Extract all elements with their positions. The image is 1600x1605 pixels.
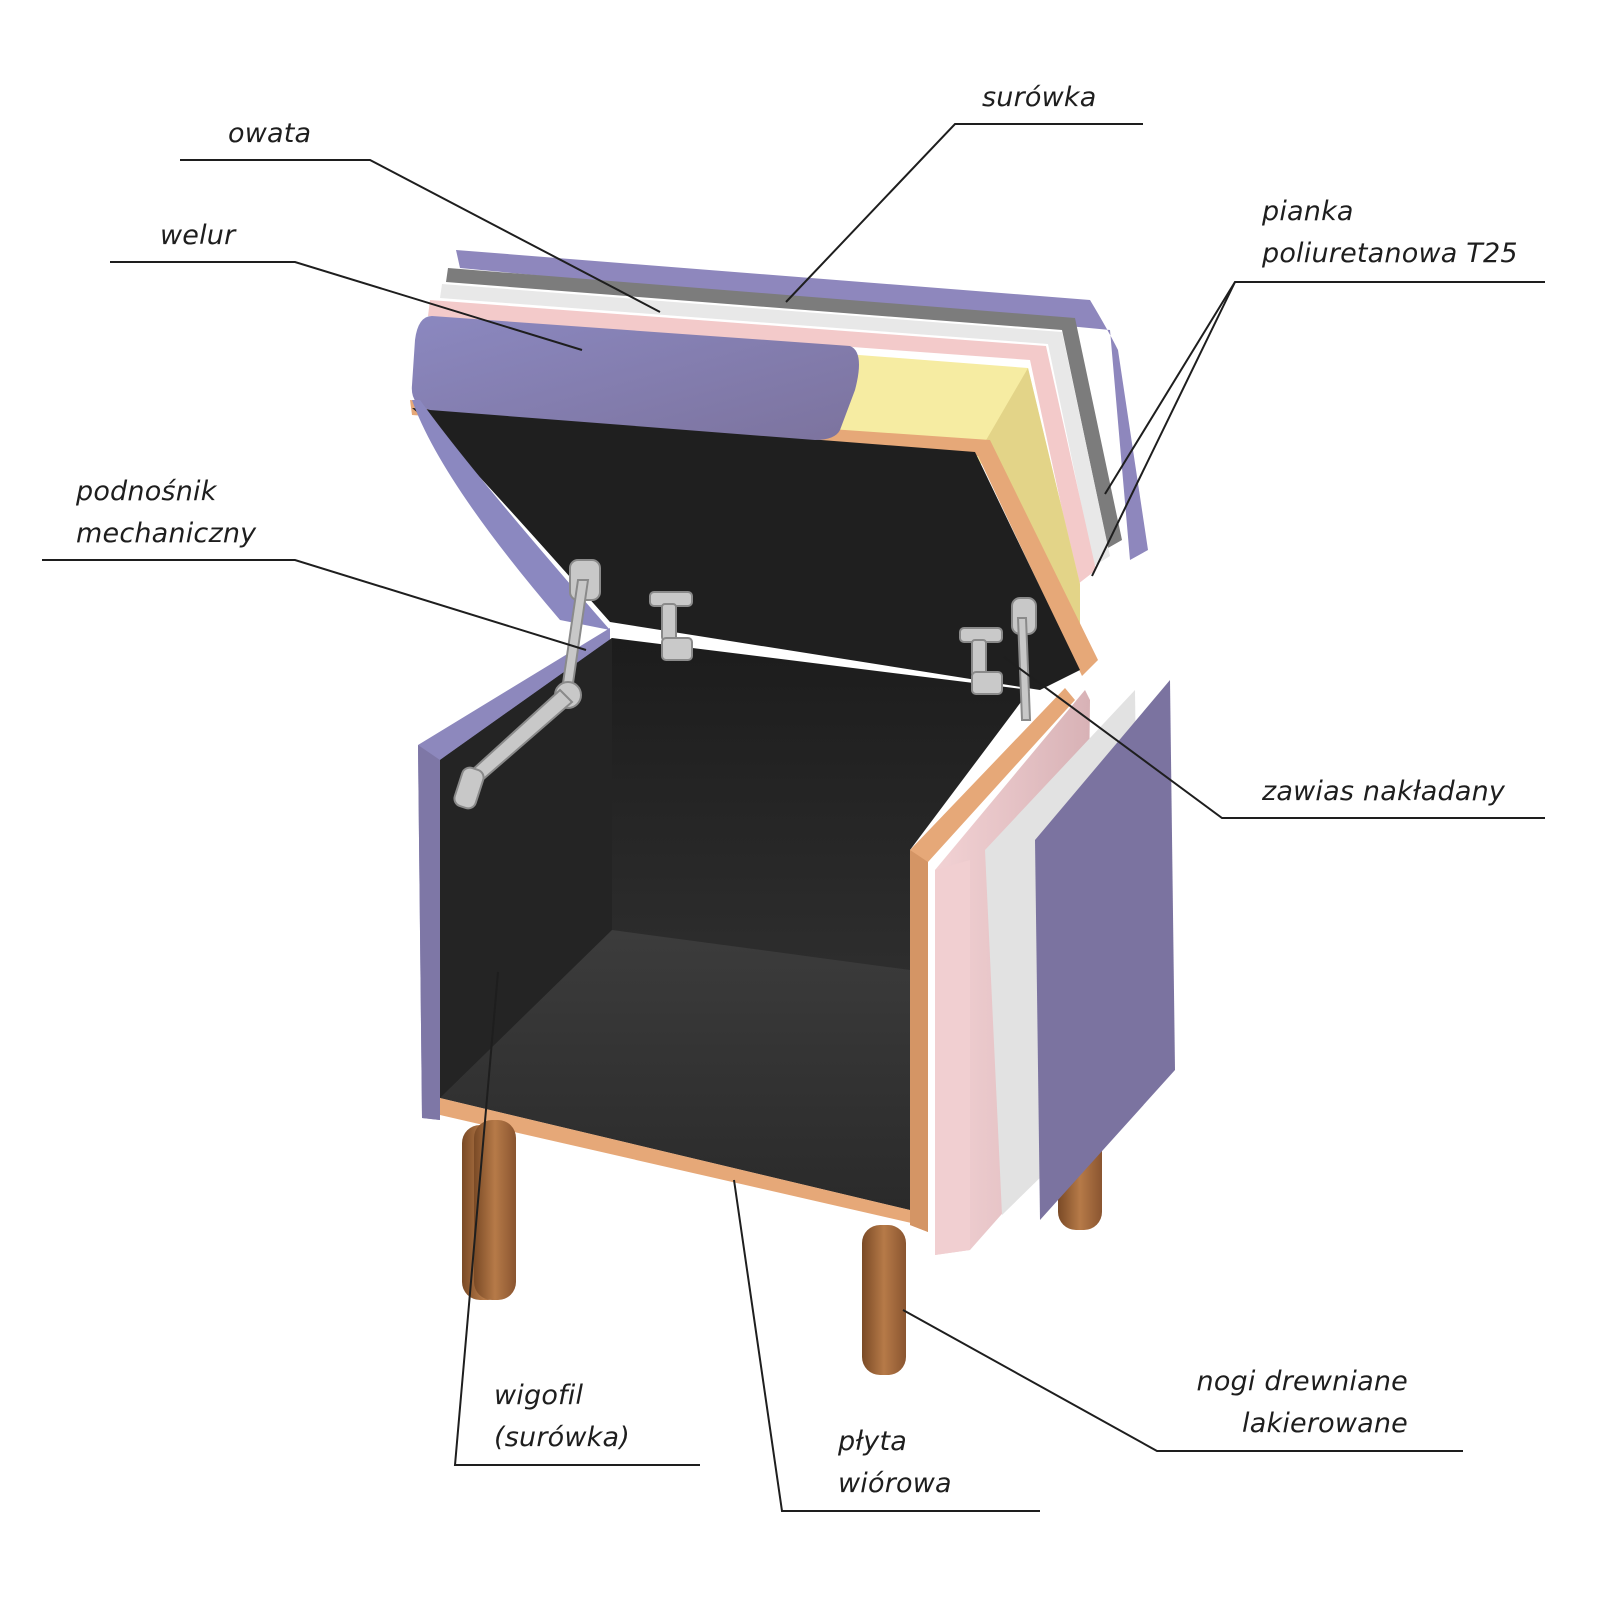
label-welur: welur (160, 220, 236, 251)
label-plyta-line1: płyta (838, 1426, 908, 1457)
leader-zawias (1003, 656, 1545, 819)
label-zawias: zawias nakładany (1262, 776, 1506, 807)
label-pianka-line2: poliuretanowa T25 (1262, 238, 1518, 269)
label-owata: owata (228, 118, 312, 149)
label-nogi-line1: nogi drewniane (1196, 1366, 1408, 1397)
lid-velour-strip (411, 316, 859, 440)
box (418, 628, 1075, 1232)
box-chipboard-bottom (440, 1098, 920, 1225)
leader-nogi (902, 1309, 1463, 1452)
leader-lines (42, 123, 1545, 1512)
label-plyta-line2: wiórowa (838, 1468, 952, 1499)
lid-stay-right (1011, 597, 1037, 721)
leader-pianka (1104, 281, 1545, 495)
label-podnosnik-line1: podnośnik (76, 476, 217, 507)
box-chipboard-right (910, 688, 1075, 1232)
leader-owata (180, 159, 661, 313)
right-velour-panel (1035, 680, 1175, 1220)
leader-surowka (785, 123, 1143, 303)
leader-welur (110, 261, 583, 351)
label-nogi-line2: lakierowane (1242, 1408, 1408, 1439)
leader-podnosnik (42, 559, 587, 651)
label-wigofil-line1: wigofil (494, 1380, 584, 1411)
lid-underside (412, 408, 1080, 690)
label-pianka-line1: pianka (1262, 196, 1354, 227)
label-podnosnik-line2: mechaniczny (76, 518, 257, 549)
lid (410, 250, 1148, 690)
label-wigofil-line2: (surówka) (494, 1422, 630, 1453)
front-leg-left (474, 1120, 516, 1300)
box-floor (440, 930, 910, 1210)
hinge-left (649, 591, 693, 661)
leader-wigofil (453, 971, 700, 1466)
hinge-right (959, 627, 1003, 695)
leader-plyta (733, 1179, 1040, 1512)
label-surowka: surówka (982, 82, 1097, 113)
lid-stay-mechanism (453, 559, 601, 810)
front-leg-right (862, 1225, 906, 1375)
